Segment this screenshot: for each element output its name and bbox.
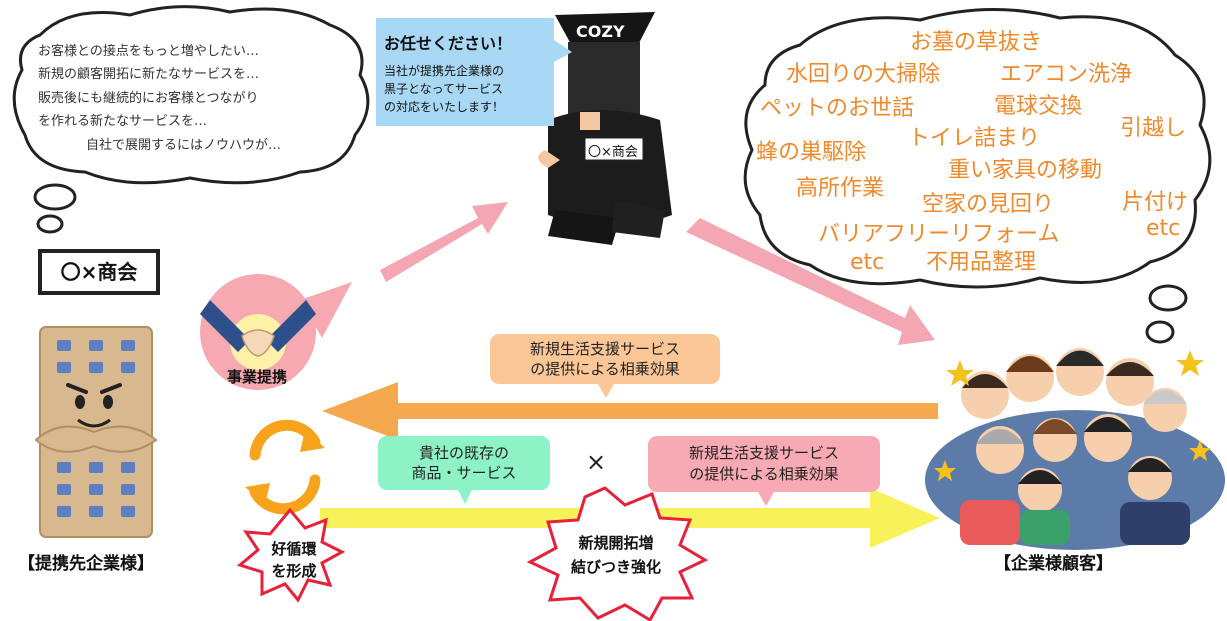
service-item: 引越し <box>1120 116 1187 141</box>
ninja-badge: 〇×商会 <box>588 145 638 160</box>
customer-caption: 【企業様顧客】 <box>994 554 1113 574</box>
thought-line-3: 販売後にも継続的にお客様とつながり <box>38 91 259 106</box>
customer-crowd-illustration <box>925 348 1225 550</box>
service-item: トイレ詰まり <box>908 126 1041 151</box>
thought-line-4: を作れる新たなサービスを… <box>38 114 208 129</box>
center-burst-line-2: 結びつき強化 <box>570 558 661 576</box>
times-symbol: × <box>586 448 607 476</box>
existing-label-line-1: 貴社の既存の <box>418 444 509 462</box>
top-flow-label-line-2: の提供による相乗効果 <box>530 360 680 378</box>
service-item: 蜂の巣駆除 <box>756 140 867 165</box>
existing-label-line-2: 商品・サービス <box>411 464 517 482</box>
service-item: 電球交換 <box>994 94 1083 119</box>
center-burst-line-1: 新規開拓増 <box>578 534 654 552</box>
left-burst-line-1: 好循環 <box>271 540 317 558</box>
left-thought-cloud <box>12 5 370 234</box>
ninja-cap-label: COZY <box>576 22 625 41</box>
handshake-bubble <box>200 274 352 390</box>
service-item: エアコン洗浄 <box>1000 62 1133 87</box>
handshake-label: 事業提携 <box>227 368 288 386</box>
building-illustration <box>34 326 158 538</box>
service-item: お墓の草抜き <box>910 30 1043 55</box>
top-flow-label-line-1: 新規生活支援サービス <box>529 340 680 358</box>
ninja-callout-line-2: 黒子となってサービス <box>384 82 504 96</box>
ninja-callout-title: お任せください！ <box>384 34 513 53</box>
center-burst <box>526 486 709 621</box>
right-flow-label-line-2: の提供による相乗効果 <box>689 465 839 483</box>
right-thought-cloud <box>743 8 1212 344</box>
service-item: 不用品整理 <box>926 250 1037 275</box>
service-item: 片付け <box>1122 190 1189 215</box>
service-item: 水回りの大掃除 <box>786 62 941 87</box>
orange-arrow <box>322 382 938 440</box>
left-burst-line-2: を形成 <box>271 562 317 580</box>
ninja-callout-line-3: の対応をいたします！ <box>384 100 505 114</box>
thought-line-2: 新規の顧客開拓に新たなサービスを… <box>38 67 260 82</box>
service-item: etc <box>1146 216 1181 241</box>
partner-name-box: 〇×商会 <box>60 260 138 284</box>
thought-line-1: お客様との接点をもっと増やしたい… <box>38 44 259 59</box>
label-box-shapes <box>38 249 880 506</box>
service-item: 重い家具の移動 <box>948 158 1103 183</box>
service-item: バリアフリーリフォーム <box>818 222 1060 247</box>
pink-arrows <box>380 202 935 345</box>
service-item: 高所作業 <box>796 176 885 201</box>
service-item: 空家の見回り <box>922 192 1055 217</box>
partner-caption: 【提携先企業様】 <box>18 554 154 574</box>
left-burst <box>236 507 346 603</box>
thought-line-5: 自社で展開するにはノウハウが… <box>86 138 282 153</box>
ninja-callout-shape <box>376 18 572 126</box>
right-flow-label-line-1: 新規生活支援サービス <box>688 444 839 462</box>
ninja-illustration <box>538 12 672 245</box>
service-item: etc <box>850 250 885 275</box>
service-item: ペットのお世話 <box>760 96 915 121</box>
ninja-callout-line-1: 当社が提携先企業様の <box>384 64 505 78</box>
